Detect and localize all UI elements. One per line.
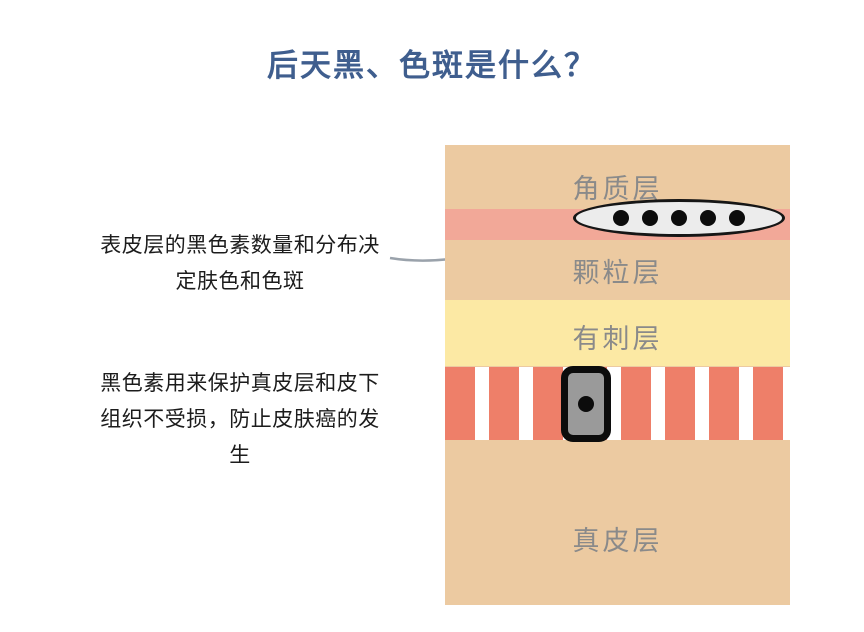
melanocyte-cell [561, 366, 611, 442]
annotation-epidermis-melanin: 表皮层的黑色素数量和分布决 定肤色和色斑 [100, 234, 380, 293]
label-dermis: 真皮层 [572, 526, 663, 556]
melanin-dot [642, 210, 658, 226]
basal-striped-band [445, 367, 790, 440]
melanin-dot [729, 210, 745, 226]
label-granular-layer: 颗粒层 [572, 258, 663, 288]
page-title: 后天黑、色斑是什么？ [267, 48, 597, 83]
spinous-band [445, 300, 790, 366]
melanin-ellipse [573, 199, 785, 237]
skin-diagram: 角质层 颗粒层 有刺层 真皮层 [445, 145, 790, 605]
annotation-melanin-protection: 黑色素用来保护真皮层和皮下 组织不受损，防止皮肤癌的发 生 [100, 372, 380, 467]
melanin-dot [671, 210, 687, 226]
melanin-dot [700, 210, 716, 226]
label-spinous-layer: 有刺层 [572, 324, 663, 354]
melanocyte-nucleus [578, 396, 594, 412]
melanin-dot [613, 210, 629, 226]
label-stratum-corneum: 角质层 [572, 174, 663, 204]
